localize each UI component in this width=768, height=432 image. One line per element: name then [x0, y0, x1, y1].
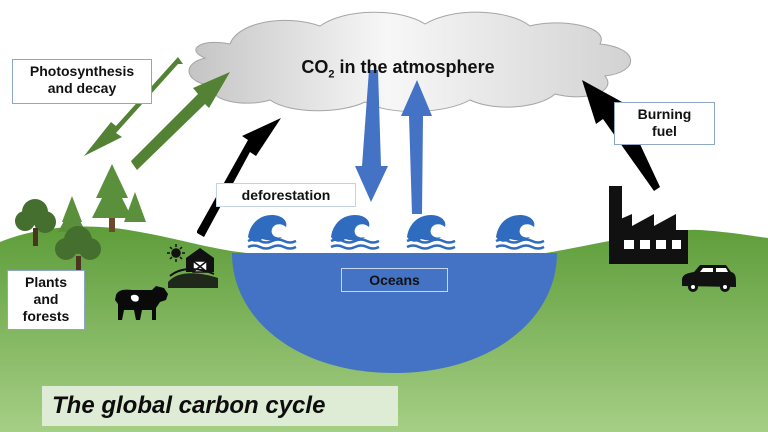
burning-fuel-line-2: fuel: [652, 123, 677, 139]
photosynthesis-line-1: Photosynthesis: [29, 63, 135, 79]
ocean-basin: [232, 253, 557, 373]
plants-line-2: and: [33, 291, 59, 307]
photosynthesis-arrows: [84, 57, 230, 170]
barn-icon: [168, 248, 218, 288]
waves-group: [247, 215, 545, 250]
tree-icon: [15, 164, 146, 272]
diagram-title: The global carbon cycle: [52, 392, 326, 419]
deforestation-arrow: [197, 118, 281, 237]
wave-icon: [247, 215, 297, 250]
factory-icon: [609, 186, 688, 264]
wave-icon: [330, 215, 380, 250]
title-background: [42, 386, 398, 426]
cloud-label: CO2 in the atmosphere: [268, 56, 528, 86]
wave-icon: [495, 215, 545, 250]
cloud-label-suffix: in the atmosphere: [334, 57, 495, 77]
photosynthesis-line-2: and decay: [47, 80, 117, 96]
blue-arrow-down: [355, 70, 388, 202]
sun-icon: [167, 244, 185, 262]
burning-fuel-line-1: Burning: [637, 106, 692, 122]
cow-icon: [115, 286, 168, 320]
cloud-label-prefix: CO: [301, 57, 329, 77]
blue-arrow-up: [401, 80, 432, 214]
plants-line-1: Plants: [24, 274, 67, 290]
oceans-label: Oceans: [341, 268, 448, 292]
green-arrow-up: [131, 72, 230, 170]
wave-icon: [406, 215, 456, 250]
green-arrow-down: [84, 57, 183, 156]
cloud-label-subscript: 2: [328, 68, 335, 81]
plants-and-forests-label: Plants and forests: [7, 270, 85, 330]
car-icon: [682, 265, 736, 292]
ocean-exchange-arrows: [355, 70, 432, 214]
cloud-icon: [188, 11, 632, 113]
photosynthesis-label: Photosynthesis and decay: [12, 59, 152, 104]
burning-fuel-label: Burning fuel: [614, 102, 715, 145]
plants-line-3: forests: [22, 308, 70, 324]
deforestation-label: deforestation: [216, 183, 356, 207]
